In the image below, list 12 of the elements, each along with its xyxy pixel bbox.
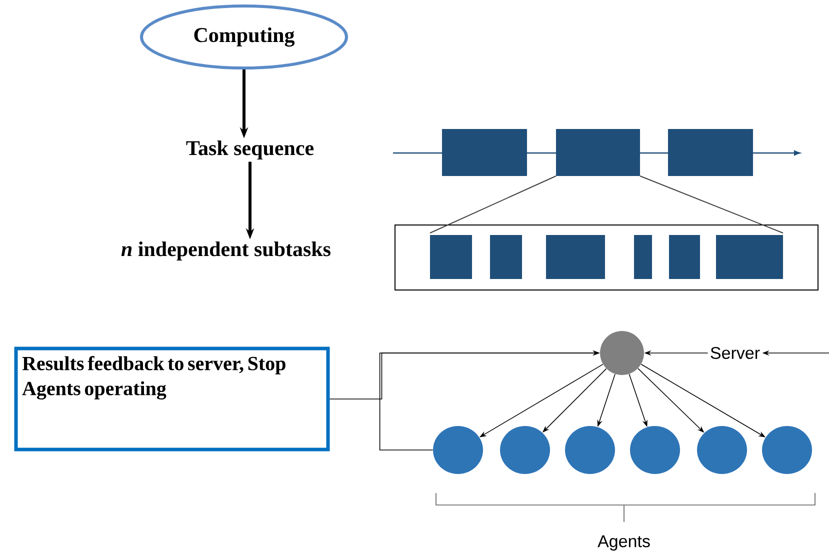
agent-circle <box>697 426 747 474</box>
server-label: Server <box>710 346 760 360</box>
agent-circle <box>630 426 680 474</box>
result-box: Results feedback to server, Stop Agents operating <box>14 346 330 452</box>
step-text: Task sequence <box>186 140 314 160</box>
agent-circle <box>762 426 812 474</box>
group-label: Agents <box>598 535 650 551</box>
server-circle <box>600 331 644 375</box>
agent-circle <box>565 426 615 474</box>
step-text: n independent subtasks <box>121 241 330 261</box>
agent-circle <box>500 426 550 474</box>
agent-circle <box>433 426 483 474</box>
